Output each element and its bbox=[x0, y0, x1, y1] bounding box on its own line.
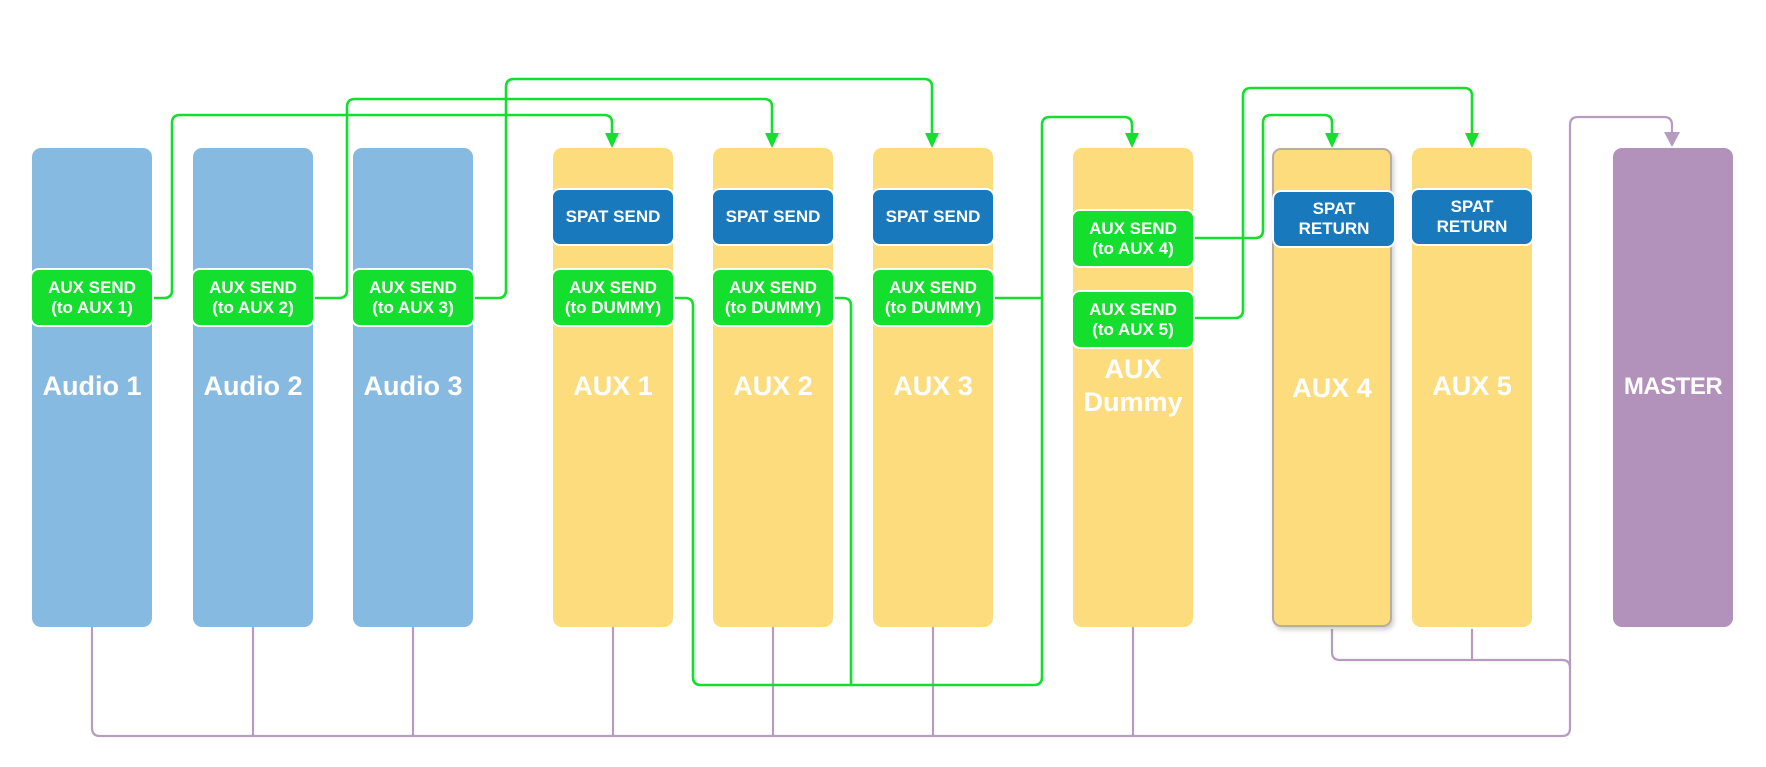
badge-line: AUX SEND bbox=[369, 277, 457, 297]
spat-send-badge-aux-2[interactable]: SPAT SEND bbox=[711, 188, 835, 246]
badge-line: (to AUX 4) bbox=[1092, 238, 1174, 258]
badge-line: RETURN bbox=[1298, 219, 1370, 238]
channel-label-aux-dummy: AUX Dummy bbox=[1083, 354, 1183, 417]
badge-line: SPAT bbox=[1450, 197, 1494, 216]
channel-label-audio-2: Audio 2 bbox=[203, 371, 303, 401]
badge-line: (to DUMMY) bbox=[564, 297, 662, 317]
channel-aux-4[interactable]: SPAT RETURN AUX 4 bbox=[1272, 148, 1396, 627]
wire-aux5-arrowhead bbox=[1465, 133, 1479, 148]
wire-auxdummy-arrowhead bbox=[1125, 133, 1139, 148]
aux-send-badge-audio-3[interactable]: AUX SEND (to AUX 3) bbox=[351, 268, 475, 327]
badge-line: AUX SEND bbox=[1089, 218, 1177, 238]
dummy-send-badge-aux-3[interactable]: AUX SEND (to DUMMY) bbox=[871, 268, 995, 327]
aux-send-badge-audio-2[interactable]: AUX SEND (to AUX 2) bbox=[191, 268, 315, 327]
aux-send-badge-audio-1[interactable]: AUX SEND (to AUX 1) bbox=[30, 268, 154, 327]
wire-master-arrowhead bbox=[1664, 132, 1680, 147]
channel-audio-3[interactable]: AUX SEND (to AUX 3) Audio 3 bbox=[351, 148, 475, 627]
badge-line: AUX SEND bbox=[569, 277, 657, 297]
badge-line: RETURN bbox=[1436, 217, 1508, 236]
badge-line: (to AUX 2) bbox=[212, 297, 294, 317]
wire-aux2-arrowhead bbox=[765, 133, 779, 148]
channel-label-audio-3: Audio 3 bbox=[363, 371, 463, 401]
channel-audio-2[interactable]: AUX SEND (to AUX 2) Audio 2 bbox=[191, 148, 315, 627]
aux5-send-badge-dummy[interactable]: AUX SEND (to AUX 5) bbox=[1071, 290, 1195, 349]
badge-line: AUX SEND bbox=[889, 277, 977, 297]
channel-aux-1[interactable]: SPAT SEND AUX SEND (to DUMMY) AUX 1 bbox=[551, 148, 675, 627]
channel-label-aux-4: AUX 4 bbox=[1292, 373, 1372, 403]
spat-send-badge-aux-1[interactable]: SPAT SEND bbox=[551, 188, 675, 246]
wire-aux2-to-dummy-drop bbox=[835, 296, 853, 685]
channel-label-aux-2: AUX 2 bbox=[733, 371, 813, 401]
channel-aux-2[interactable]: SPAT SEND AUX SEND (to DUMMY) AUX 2 bbox=[711, 148, 835, 627]
badge-line: (to DUMMY) bbox=[724, 297, 822, 317]
spat-return-badge-aux-4[interactable]: SPAT RETURN bbox=[1272, 190, 1396, 248]
badge-line: (to AUX 5) bbox=[1092, 319, 1174, 339]
channel-label-audio-1: Audio 1 bbox=[42, 371, 142, 401]
wire-audio3-to-aux3 bbox=[475, 77, 934, 300]
badge-line: (to AUX 1) bbox=[51, 297, 133, 317]
channel-master[interactable]: MASTER bbox=[1613, 148, 1733, 627]
badge-line: SPAT SEND bbox=[725, 207, 821, 226]
spat-send-badge-aux-3[interactable]: SPAT SEND bbox=[871, 188, 995, 246]
aux4-send-badge-dummy[interactable]: AUX SEND (to AUX 4) bbox=[1071, 209, 1195, 268]
badge-line: (to DUMMY) bbox=[884, 297, 982, 317]
channel-label-master: MASTER bbox=[1623, 373, 1723, 400]
channel-aux-3[interactable]: SPAT SEND AUX SEND (to DUMMY) AUX 3 bbox=[871, 148, 995, 627]
dummy-send-badge-aux-2[interactable]: AUX SEND (to DUMMY) bbox=[711, 268, 835, 327]
channel-audio-1[interactable]: AUX SEND (to AUX 1) Audio 1 bbox=[30, 148, 154, 627]
dummy-send-badge-aux-1[interactable]: AUX SEND (to DUMMY) bbox=[551, 268, 675, 327]
badge-line: AUX SEND bbox=[209, 277, 297, 297]
wire-aux4-arrowhead bbox=[1325, 133, 1339, 148]
wire-aux4-output-drop bbox=[1330, 629, 1572, 669]
badge-line: SPAT SEND bbox=[885, 207, 981, 226]
badge-line: SPAT SEND bbox=[565, 207, 661, 226]
wire-aux1-arrowhead bbox=[605, 133, 619, 148]
spat-return-badge-aux-5[interactable]: SPAT RETURN bbox=[1410, 188, 1534, 246]
channel-aux-5[interactable]: SPAT RETURN AUX 5 bbox=[1410, 148, 1534, 627]
channel-label-aux-5: AUX 5 bbox=[1432, 371, 1512, 401]
wire-aux3-arrowhead bbox=[925, 133, 939, 148]
channel-label-aux-3: AUX 3 bbox=[893, 371, 973, 401]
badge-line: (to AUX 3) bbox=[372, 297, 454, 317]
badge-line: AUX SEND bbox=[48, 277, 136, 297]
channel-label-aux-1: AUX 1 bbox=[573, 371, 653, 401]
badge-line: AUX SEND bbox=[729, 277, 817, 297]
channel-aux-dummy[interactable]: AUX SEND (to AUX 4) AUX SEND (to AUX 5) … bbox=[1071, 148, 1195, 627]
badge-line: AUX SEND bbox=[1089, 299, 1177, 319]
badge-line: SPAT bbox=[1312, 199, 1356, 218]
